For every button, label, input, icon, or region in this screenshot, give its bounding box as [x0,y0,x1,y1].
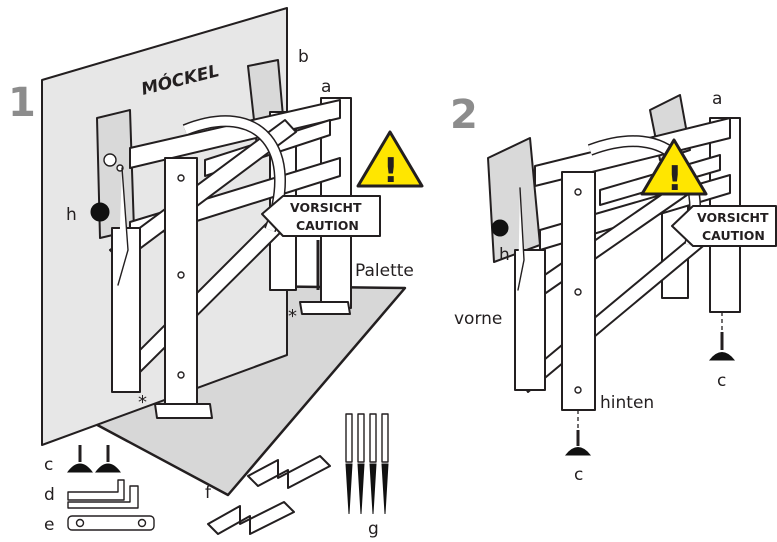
wall-anchor-icon [381,463,389,515]
bolt-hole [177,174,185,182]
screw-icon [357,413,365,463]
warning-tag-2 [671,205,777,247]
parts-list: c d e f g [44,413,389,539]
label-palette: Palette [355,261,414,281]
adjustable-foot-icon [94,463,122,473]
warning-triangle-icon [356,130,424,188]
z-bracket-icon [247,455,331,489]
screw-icon [369,413,377,463]
warning-tag-line2: CAUTION [296,218,359,233]
warning-tag [261,195,381,237]
label-vorne: vorne [454,309,502,329]
step-number-1: 1 [8,80,36,126]
connector-plate-icon [67,515,155,531]
part-label-e: e [44,515,54,535]
label-h-2: h [499,245,510,265]
warning-tag-2-line2: CAUTION [702,228,765,243]
wall-anchor-icon [369,463,377,515]
tilt-knob-h-2 [491,219,509,237]
label-h: h [66,205,77,225]
foot-front-icon [564,447,592,456]
part-label-g: g [368,519,379,539]
asterisk-front: * [138,392,147,413]
warning-triangle-icon-2 [640,138,708,196]
label-hinten: hinten [600,393,654,413]
bolt-hole [177,271,185,279]
foot-rear-icon [708,352,736,361]
allen-key-icon [67,485,139,509]
screw-icon [381,413,389,463]
wall-anchor-icon [345,463,353,515]
label-a: a [321,77,331,97]
bolt-hole [574,188,582,196]
wall-anchor-icon [357,463,365,515]
bolt-hole [574,386,582,394]
brace-lower-2 [519,229,709,393]
warning-tag-2-line1: VORSICHT [697,210,769,225]
rear-foot-plate [299,301,351,315]
part-label-d: d [44,485,55,505]
plate-hole [75,518,85,528]
step-number-2: 2 [450,92,478,138]
label-c-front: c [574,465,583,485]
warning-exclamation-icon: ! [383,151,399,191]
part-label-f: f [205,483,212,503]
allen-key-icon [67,479,125,501]
tilt-knob-h [90,202,110,222]
z-bracket-icon [207,501,295,535]
tilt-arm-2 [517,187,525,291]
pivot-bolt [103,153,117,167]
front-leg-left-2 [514,249,546,391]
figure-2: 2 a h vorne [450,89,777,485]
warning-exclamation-icon-2: ! [667,159,683,199]
figure-1: 1 MÓCKEL [8,7,424,497]
label-b: b [298,47,309,67]
warning-tag-line1: VORSICHT [290,200,362,215]
asterisk-rear: * [288,306,297,327]
label-c-rear: c [717,371,726,391]
screw-icon [345,413,353,463]
tilt-arm [117,167,129,286]
plate-hole [137,518,147,528]
upper-rail-2 [534,117,731,187]
front-foot-plate [154,403,213,419]
bolt-hole [574,288,582,296]
adjustable-foot-icon [66,463,94,473]
label-a-2: a [712,89,722,109]
tilt-bracket-left [487,137,541,263]
part-label-c: c [44,455,53,475]
bolt-hole [177,371,185,379]
upper-rail [129,99,341,169]
